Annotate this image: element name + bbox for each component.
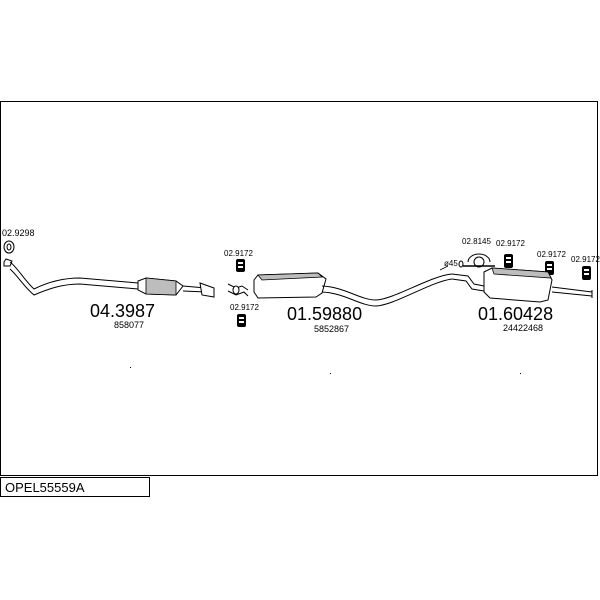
- hanger-b-label: 02.9172: [230, 303, 259, 312]
- diameter-marker: ø45: [439, 259, 464, 271]
- rubber-hanger-icon: [236, 259, 245, 272]
- reference-dot: [130, 367, 131, 368]
- rear-silencer: [451, 267, 593, 303]
- middle-silencer: [227, 272, 453, 307]
- oem-number-front: 858077: [114, 320, 144, 330]
- clamp-icon: [463, 253, 495, 268]
- title-box: OPEL55559A: [0, 477, 150, 497]
- part-number-middle: 01.59880: [287, 304, 362, 324]
- part-number-rear: 01.60428: [478, 304, 553, 324]
- reference-dot: [330, 373, 331, 374]
- front-ring-gasket-icon: [3, 240, 15, 254]
- clamp-label: 02.8145: [462, 237, 491, 246]
- rubber-hanger-icon: [237, 314, 246, 327]
- drawing-frame: [0, 101, 598, 476]
- diameter-label: ø45: [444, 259, 458, 268]
- hanger-c-label: 02.9172: [496, 239, 525, 248]
- hanger-a-label: 02.9172: [224, 249, 253, 258]
- hanger-d-label: 02.9172: [537, 250, 566, 259]
- rubber-hanger-icon: [582, 266, 591, 280]
- front-ring-label: 02.9298: [2, 228, 35, 238]
- oem-number-rear: 24422468: [503, 323, 543, 333]
- rubber-hanger-icon: [504, 254, 513, 268]
- front-pipe-catalyst: [3, 258, 215, 298]
- reference-dot: [520, 373, 521, 374]
- oem-number-middle: 5852867: [314, 324, 349, 334]
- part-number-front: 04.3987: [90, 301, 155, 321]
- kit-title: OPEL55559A: [5, 480, 85, 495]
- hanger-e-label: 02.9172: [571, 255, 600, 264]
